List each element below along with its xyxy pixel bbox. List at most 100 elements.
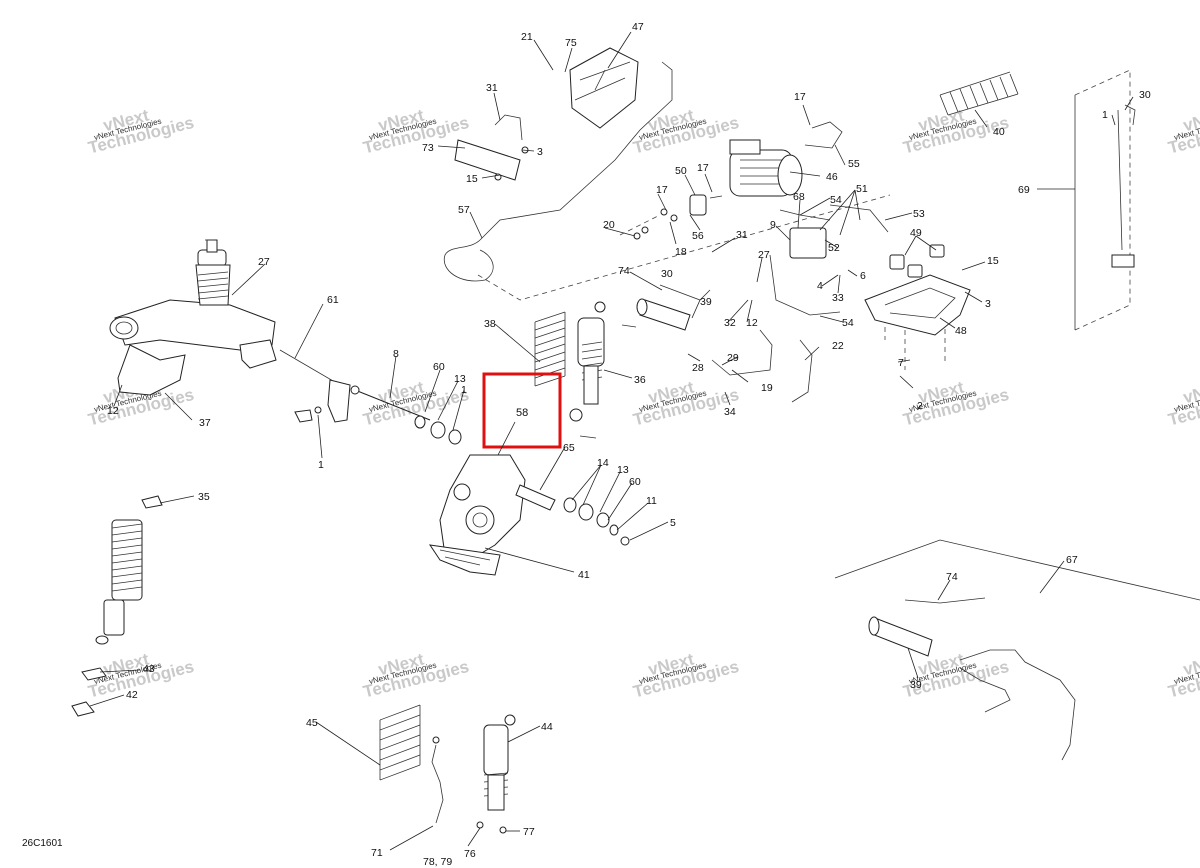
callout-39[interactable]: 39 — [910, 679, 922, 691]
callout-27[interactable]: 27 — [258, 256, 270, 268]
callout-61[interactable]: 61 — [327, 294, 339, 306]
callout-3[interactable]: 3 — [985, 298, 991, 310]
callout-37[interactable]: 37 — [199, 417, 211, 429]
callout-17[interactable]: 17 — [697, 162, 709, 174]
callout-13[interactable]: 13 — [617, 464, 629, 476]
callout-1[interactable]: 1 — [318, 459, 324, 471]
callout-22[interactable]: 22 — [832, 340, 844, 352]
callout-8[interactable]: 8 — [393, 348, 399, 360]
callout-30[interactable]: 30 — [661, 268, 673, 280]
watermark: vNext Technologies vNext Technologies — [1166, 378, 1200, 430]
shock-absorber-36 — [569, 301, 637, 439]
callout-42[interactable]: 42 — [126, 689, 138, 701]
callout-2[interactable]: 2 — [917, 400, 923, 412]
callout-57[interactable]: 57 — [458, 204, 470, 216]
callout-65[interactable]: 65 — [563, 442, 575, 454]
callout-71[interactable]: 71 — [371, 847, 383, 859]
hose-55 — [804, 121, 843, 149]
callout-78-79[interactable]: 78, 79 — [423, 856, 452, 868]
callout-28[interactable]: 28 — [692, 362, 704, 374]
callout-5[interactable]: 5 — [670, 517, 676, 529]
watermark: vNext Technologies vNext Technologies — [631, 650, 741, 702]
compressor-46 — [729, 139, 803, 197]
callout-18[interactable]: 18 — [675, 246, 687, 258]
callout-15[interactable]: 15 — [987, 255, 999, 267]
callout-52[interactable]: 52 — [828, 242, 840, 254]
callout-46[interactable]: 46 — [826, 171, 838, 183]
callout-74[interactable]: 74 — [618, 265, 630, 277]
bracket-73 — [454, 114, 529, 181]
callout-4[interactable]: 4 — [817, 280, 823, 292]
callout-14[interactable]: 14 — [597, 457, 609, 469]
highlight-box[interactable] — [482, 372, 562, 449]
callout-76[interactable]: 76 — [464, 848, 476, 860]
callout-35[interactable]: 35 — [198, 491, 210, 503]
callout-17[interactable]: 17 — [656, 184, 668, 196]
callout-56[interactable]: 56 — [692, 230, 704, 242]
callout-45[interactable]: 45 — [306, 717, 318, 729]
callout-15[interactable]: 15 — [466, 173, 478, 185]
callout-13[interactable]: 13 — [454, 373, 466, 385]
callout-38[interactable]: 38 — [484, 318, 496, 330]
callout-67[interactable]: 67 — [1066, 554, 1078, 566]
callout-10[interactable]: 1 — [1102, 109, 1108, 121]
shaft-and-bushings — [294, 385, 462, 445]
line-71 — [431, 736, 444, 824]
callout-77[interactable]: 77 — [523, 826, 535, 838]
callout-60[interactable]: 60 — [433, 361, 445, 373]
callout-36[interactable]: 36 — [634, 374, 646, 386]
callout-6[interactable]: 6 — [860, 270, 866, 282]
callout-41[interactable]: 41 — [578, 569, 590, 581]
callout-32[interactable]: 32 — [724, 317, 736, 329]
mounting-plate-48 — [864, 244, 971, 336]
spacer-and-washers — [515, 484, 630, 546]
callout-40[interactable]: 40 — [993, 126, 1005, 138]
callout-51[interactable]: 51 — [856, 183, 868, 195]
callout-68[interactable]: 68 — [793, 191, 805, 203]
callout-54[interactable]: 54 — [830, 194, 842, 206]
callout-33[interactable]: 33 — [832, 292, 844, 304]
valve-block-68 — [711, 204, 889, 403]
callout-31[interactable]: 31 — [486, 82, 498, 94]
callout-31[interactable]: 31 — [736, 229, 748, 241]
watermark: vNext Technologies vNext Technologies — [361, 106, 471, 158]
callout-73[interactable]: 73 — [422, 142, 434, 154]
callout-74[interactable]: 74 — [946, 571, 958, 583]
callout-53[interactable]: 53 — [913, 208, 925, 220]
callout-19[interactable]: 19 — [761, 382, 773, 394]
watermark: vNext Technologies vNext Technologies — [1166, 650, 1200, 702]
callout-27[interactable]: 27 — [758, 249, 770, 261]
callout-54[interactable]: 54 — [842, 317, 854, 329]
callout-17[interactable]: 17 — [794, 91, 806, 103]
callout-47[interactable]: 47 — [632, 21, 644, 33]
callout-49[interactable]: 49 — [910, 227, 922, 239]
callout-9[interactable]: 9 — [770, 219, 776, 231]
parts-layer — [71, 47, 1200, 834]
callout-29[interactable]: 29 — [727, 352, 739, 364]
callout-50[interactable]: 50 — [675, 165, 687, 177]
callout-34[interactable]: 34 — [724, 406, 736, 418]
callout-30[interactable]: 30 — [1139, 89, 1151, 101]
shock-absorber-44 — [476, 714, 516, 834]
figure-code: 26C1601 — [22, 838, 63, 849]
callout-69[interactable]: 69 — [1018, 184, 1030, 196]
callout-12[interactable]: 12 — [107, 405, 119, 417]
callout-60[interactable]: 60 — [629, 476, 641, 488]
callout-43[interactable]: 43 — [143, 663, 155, 675]
callout-11[interactable]: 11 — [646, 495, 657, 507]
watermark: vNext Technologies vNext Technologies — [86, 106, 196, 158]
watermark: vNext Technologies vNext Technologies — [631, 378, 741, 430]
callout-21[interactable]: 21 — [521, 31, 533, 43]
callout-39[interactable]: 39 — [700, 296, 712, 308]
callout-7[interactable]: 7 — [898, 357, 904, 369]
callout-3[interactable]: 3 — [537, 146, 543, 158]
center-hub-arm — [428, 454, 526, 576]
callout-20[interactable]: 20 — [603, 219, 615, 231]
callout-1[interactable]: 1 — [461, 384, 467, 396]
callout-12[interactable]: 12 — [746, 317, 758, 329]
highlighted-part-58[interactable]: 58 — [482, 372, 562, 456]
callout-48[interactable]: 48 — [955, 325, 967, 337]
callout-75[interactable]: 75 — [565, 37, 577, 49]
callout-55[interactable]: 55 — [848, 158, 860, 170]
callout-44[interactable]: 44 — [541, 721, 553, 733]
